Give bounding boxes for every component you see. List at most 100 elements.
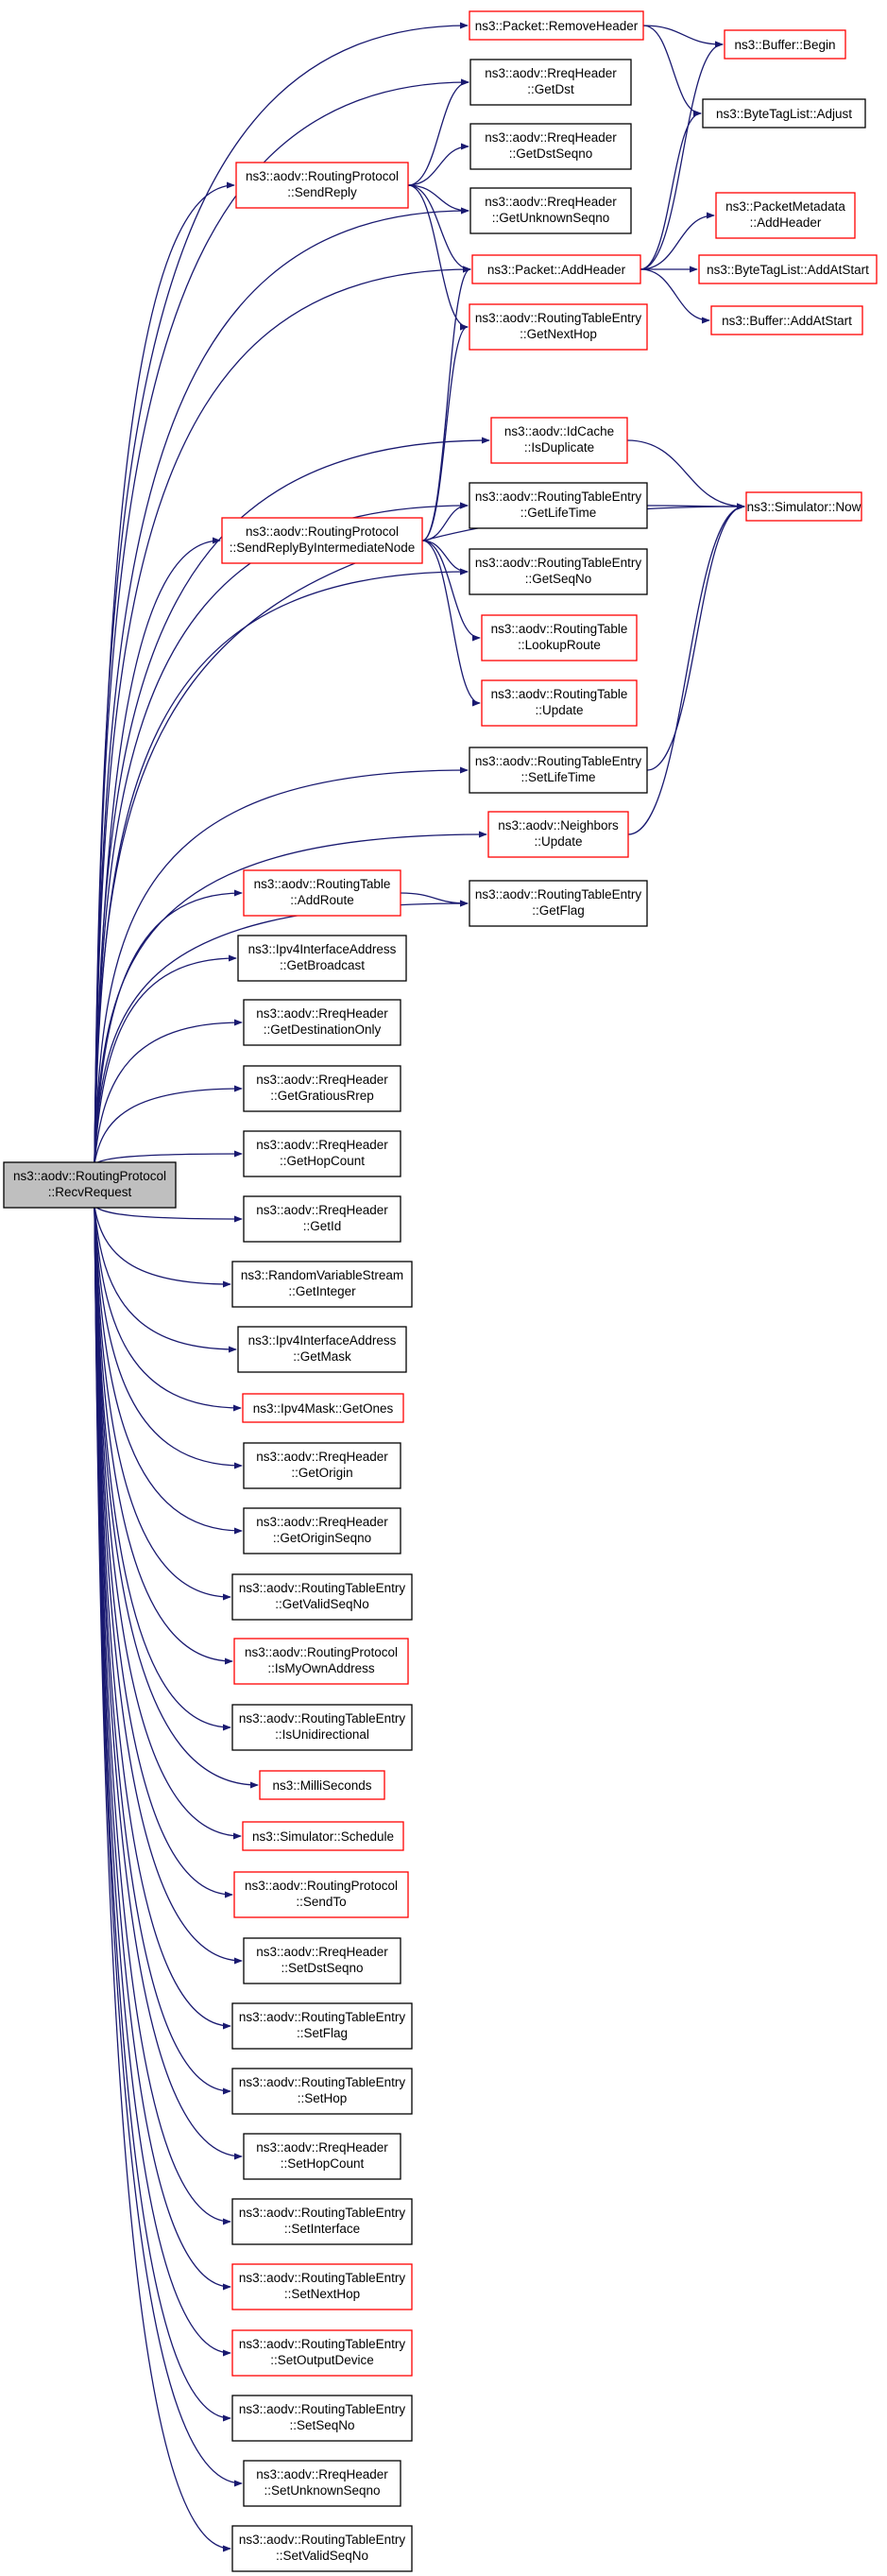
nodes-layer: ns3::aodv::RoutingProtocol::RecvRequestn… (3, 10, 878, 2572)
node-rreq-getgratiousrrep[interactable]: ns3::aodv::RreqHeader::GetGratiousRrep (243, 1065, 401, 1112)
node-ipv4mask-getones[interactable]: ns3::Ipv4Mask::GetOnes (242, 1393, 404, 1423)
node-rte-setflag[interactable]: ns3::aodv::RoutingTableEntry::SetFlag (231, 2002, 413, 2050)
edge-sendreply-to-packet-addheader (407, 184, 471, 273)
node-label-line-1: ns3::aodv::RoutingTableEntry (239, 2533, 406, 2547)
node-simulator-schedule[interactable]: ns3::Simulator::Schedule (242, 1821, 404, 1851)
node-rreq-setunknownseqno[interactable]: ns3::aodv::RreqHeader::SetUnknownSeqno (243, 2460, 401, 2507)
node-buffer-addatstart[interactable]: ns3::Buffer::AddAtStart (710, 305, 863, 335)
node-label-line-1: ns3::aodv::Neighbors (498, 818, 619, 833)
node-label-line-1: ns3::aodv::RoutingTableEntry (239, 2206, 406, 2220)
node-rp-ismyownaddress[interactable]: ns3::aodv::RoutingProtocol::IsMyOwnAddre… (233, 1638, 409, 1685)
edge-recvrequest-to-rreq-getgratiousrrep (94, 1085, 243, 1165)
node-idcache-isduplicate[interactable]: ns3::aodv::IdCache::IsDuplicate (490, 417, 628, 464)
node-sendreplybyintermediate[interactable]: ns3::aodv::RoutingProtocol::SendReplyByI… (221, 517, 423, 564)
node-label-line-2: ::SendReplyByIntermediateNode (230, 541, 416, 555)
node-label-line-1: ns3::aodv::RoutingProtocol (245, 1879, 398, 1893)
node-recvrequest[interactable]: ns3::aodv::RoutingProtocol::RecvRequest (3, 1161, 177, 1209)
node-rreq-getoriginseqno[interactable]: ns3::aodv::RreqHeader::GetOriginSeqno (243, 1507, 401, 1554)
edge-packet-addheader-to-buffer-begin (640, 41, 724, 270)
node-neighbors-update[interactable]: ns3::aodv::Neighbors::Update (487, 811, 629, 858)
node-rreq-getorigin[interactable]: ns3::aodv::RreqHeader::GetOrigin (243, 1442, 401, 1489)
node-rte-getseqno[interactable]: ns3::aodv::RoutingTableEntry::GetSeqNo (469, 548, 648, 595)
node-rreq-getdst[interactable]: ns3::aodv::RreqHeader::GetDst (469, 59, 632, 106)
node-rte-getnexthop[interactable]: ns3::aodv::RoutingTableEntry::GetNextHop (469, 303, 648, 351)
node-label-line-1: ns3::MilliSeconds (272, 1778, 371, 1793)
node-box (243, 1442, 401, 1489)
node-label-line-2: ::IsDuplicate (524, 440, 594, 455)
node-rte-isunidirectional[interactable]: ns3::aodv::RoutingTableEntry::IsUnidirec… (231, 1704, 413, 1751)
node-box (243, 1130, 401, 1177)
node-box (469, 59, 632, 106)
node-label-line-2: ::SetHop (298, 2091, 348, 2105)
edge-recvrequest-to-rte-setflag (94, 1205, 231, 2030)
node-label-line-2: ::AddRoute (290, 893, 354, 907)
node-label-line-1: ns3::aodv::RoutingProtocol (13, 1169, 166, 1183)
node-box (233, 1871, 409, 1918)
node-box (745, 491, 862, 522)
node-rvs-getinteger[interactable]: ns3::RandomVariableStream::GetInteger (231, 1261, 413, 1308)
node-label-line-1: ns3::aodv::RoutingProtocol (246, 169, 399, 183)
node-box (243, 1065, 401, 1112)
node-rte-setseqno[interactable]: ns3::aodv::RoutingTableEntry::SetSeqNo (231, 2395, 413, 2442)
node-label-line-1: ns3::aodv::RoutingTable (254, 877, 391, 891)
node-rt-addroute[interactable]: ns3::aodv::RoutingTable::AddRoute (243, 869, 401, 917)
node-rte-getlifetime[interactable]: ns3::aodv::RoutingTableEntry::GetLifeTim… (469, 482, 648, 529)
node-rte-getvalidseqno[interactable]: ns3::aodv::RoutingTableEntry::GetValidSe… (231, 1573, 413, 1621)
node-ipv4ia-getmask[interactable]: ns3::Ipv4InterfaceAddress::GetMask (237, 1326, 407, 1373)
node-label-line-2: ::SetFlag (297, 2026, 348, 2040)
node-label-line-2: ::GetId (303, 1219, 342, 1233)
node-rte-setlifetime[interactable]: ns3::aodv::RoutingTableEntry::SetLifeTim… (469, 747, 648, 794)
node-box (231, 2263, 413, 2310)
edge-rte-setlifetime-to-simulator-now (646, 503, 745, 771)
node-rte-setvalidseqno[interactable]: ns3::aodv::RoutingTableEntry::SetValidSe… (231, 2525, 413, 2572)
edge-recvrequest-to-rreq-getorigin (94, 1205, 243, 1469)
node-rte-sethop[interactable]: ns3::aodv::RoutingTableEntry::SetHop (231, 2068, 413, 2115)
node-label-line-1: ns3::ByteTagList::Adjust (716, 107, 852, 121)
node-rreq-getunknownseqno[interactable]: ns3::aodv::RreqHeader::GetUnknownSeqno (469, 187, 632, 234)
node-sendreply[interactable]: ns3::aodv::RoutingProtocol::SendReply (235, 162, 409, 209)
node-removeheader[interactable]: ns3::Packet::RemoveHeader (469, 10, 644, 41)
node-box (231, 2329, 413, 2377)
node-label-line-1: ns3::aodv::RoutingTableEntry (239, 1581, 406, 1595)
node-rt-update[interactable]: ns3::aodv::RoutingTable::Update (481, 679, 638, 727)
node-label-line-1: ns3::aodv::RoutingTableEntry (239, 1711, 406, 1726)
edge-recvrequest-to-rt-addroute (94, 889, 243, 1165)
node-simulator-now[interactable]: ns3::Simulator::Now (745, 491, 862, 522)
node-label-line-1: ns3::aodv::RoutingTableEntry (475, 887, 642, 902)
node-rte-setoutputdevice[interactable]: ns3::aodv::RoutingTableEntry::SetOutputD… (231, 2329, 413, 2377)
node-packetmetadata-addheader[interactable]: ns3::PacketMetadata::AddHeader (715, 192, 856, 239)
node-rte-setnexthop[interactable]: ns3::aodv::RoutingTableEntry::SetNextHop (231, 2263, 413, 2310)
node-label-line-2: ::Update (534, 834, 582, 849)
node-buffer-begin[interactable]: ns3::Buffer::Begin (724, 29, 846, 60)
edge-neighbors-update-to-simulator-now (627, 503, 745, 835)
node-box (243, 999, 401, 1046)
node-box (469, 187, 632, 234)
node-label-line-1: ns3::PacketMetadata (725, 199, 845, 214)
node-rreq-setdstseqno[interactable]: ns3::aodv::RreqHeader::SetDstSeqno (243, 1937, 401, 1984)
node-label-line-2: ::SetValidSeqNo (276, 2549, 368, 2563)
node-rreq-getdestinationonly[interactable]: ns3::aodv::RreqHeader::GetDestinationOnl… (243, 999, 401, 1046)
node-rreq-gethopcount[interactable]: ns3::aodv::RreqHeader::GetHopCount (243, 1130, 401, 1177)
node-label-line-2: ::GetDstSeqno (509, 146, 593, 161)
node-rte-setinterface[interactable]: ns3::aodv::RoutingTableEntry::SetInterfa… (231, 2198, 413, 2245)
node-packet-addheader[interactable]: ns3::Packet::AddHeader (471, 254, 641, 284)
node-label-line-2: ::SendReply (287, 185, 357, 199)
node-label-line-1: ns3::Buffer::AddAtStart (722, 314, 852, 328)
node-milliseconds[interactable]: ns3::MilliSeconds (259, 1770, 385, 1800)
node-bytetaglist-adjust[interactable]: ns3::ByteTagList::Adjust (702, 98, 866, 129)
edge-sendreply-to-rte-getnexthop (407, 184, 469, 331)
node-label-line-2: ::RecvRequest (48, 1185, 132, 1199)
node-bytetaglist-addatstart[interactable]: ns3::ByteTagList::AddAtStart (698, 254, 878, 284)
node-rp-sendto[interactable]: ns3::aodv::RoutingProtocol::SendTo (233, 1871, 409, 1918)
node-ipv4ia-getbroadcast[interactable]: ns3::Ipv4InterfaceAddress::GetBroadcast (237, 935, 407, 982)
edge-packet-addheader-to-packetmetadata-addheader (640, 212, 715, 270)
node-rreq-getid[interactable]: ns3::aodv::RreqHeader::GetId (243, 1195, 401, 1243)
node-rreq-getdstseqno[interactable]: ns3::aodv::RreqHeader::GetDstSeqno (469, 123, 632, 170)
node-label-line-1: ns3::aodv::RoutingProtocol (245, 1645, 398, 1659)
node-rreq-sethopcount[interactable]: ns3::aodv::RreqHeader::SetHopCount (243, 2133, 401, 2180)
node-box (469, 747, 648, 794)
node-rt-lookuproute[interactable]: ns3::aodv::RoutingTable::LookupRoute (481, 614, 638, 661)
node-rte-getflag[interactable]: ns3::aodv::RoutingTableEntry::GetFlag (469, 880, 648, 927)
node-box (469, 10, 644, 41)
